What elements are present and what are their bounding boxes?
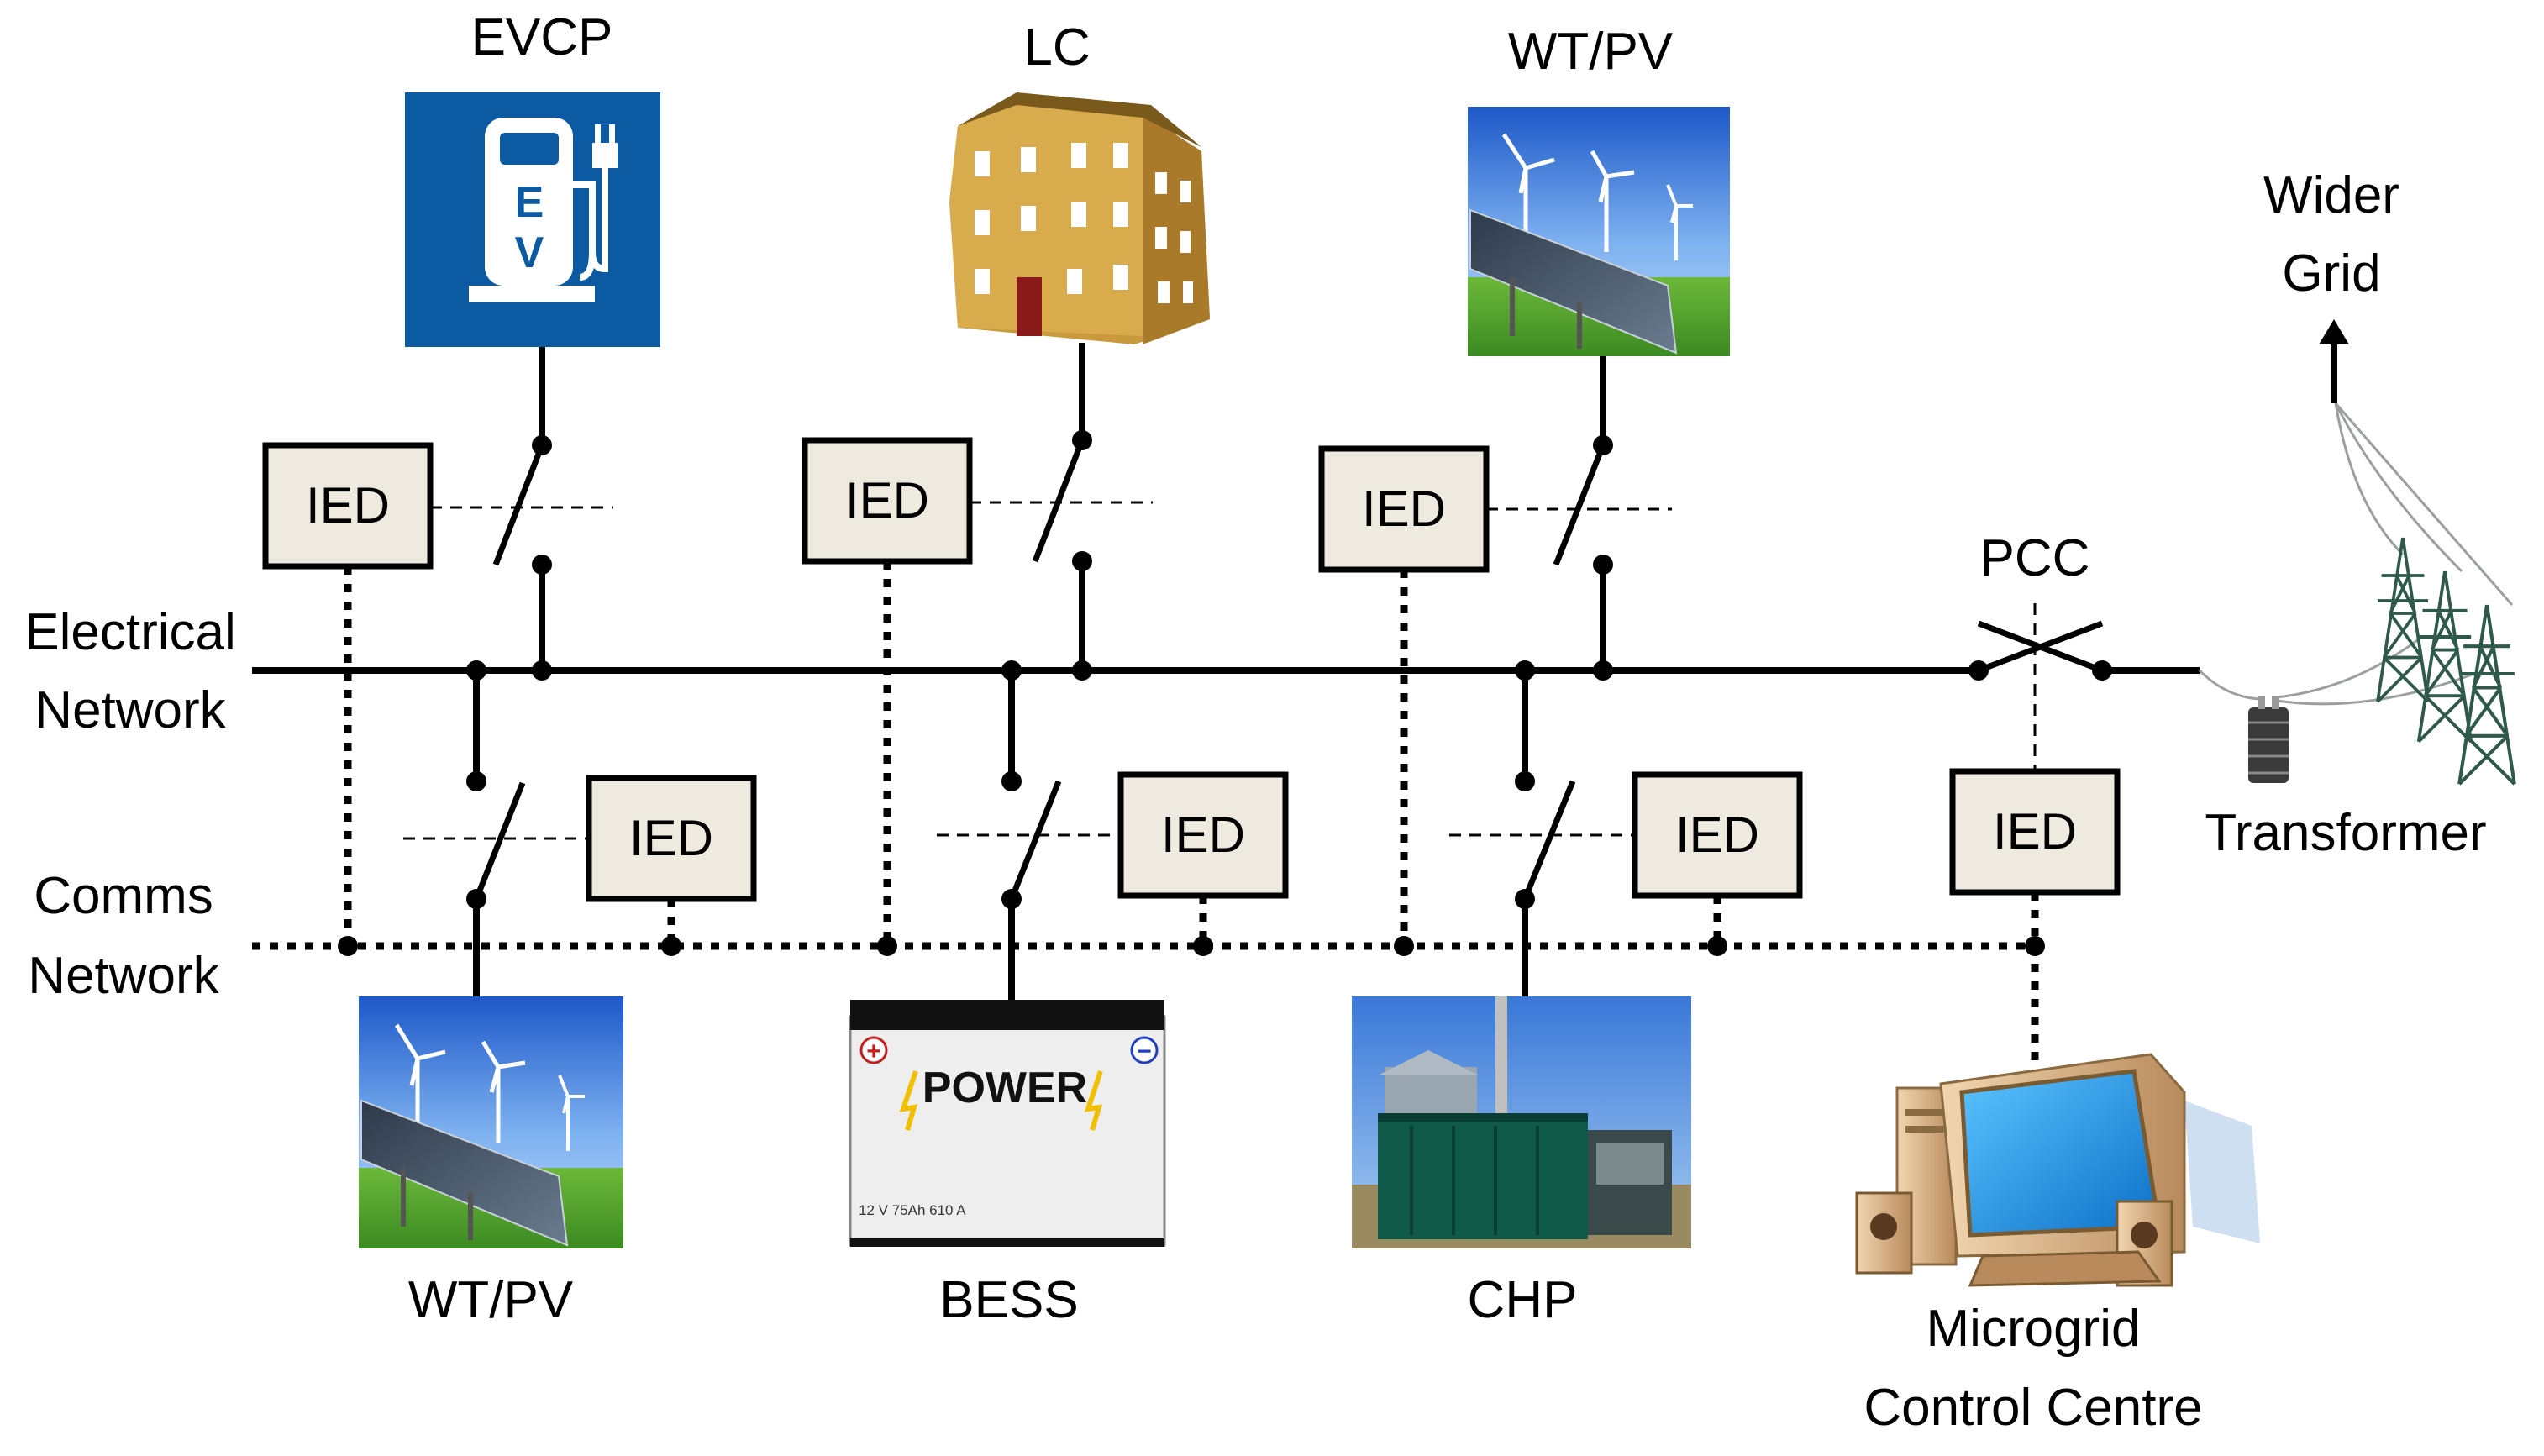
transformer-label: Transformer <box>2205 804 2486 862</box>
ied-box-chp: IED <box>1632 771 1803 899</box>
comms-nodes <box>338 936 2045 956</box>
pylon-icon <box>2376 536 2515 784</box>
electrical-network-label-2: Network <box>34 681 226 739</box>
wider-grid-label-2: Grid <box>2282 244 2380 302</box>
pcc-switch <box>1977 620 2104 674</box>
wider-grid-label-1: Wider <box>2263 166 2399 224</box>
battery-minus: − <box>1137 1038 1152 1065</box>
ied-box-evcp: IED <box>262 442 434 570</box>
transformer-icon <box>2248 696 2289 783</box>
ied-box-wtpv-bottom: IED <box>586 775 757 902</box>
ied-box-lc: IED <box>802 437 973 565</box>
ied-box-pcc: IED <box>1949 768 2121 896</box>
ied-label: IED <box>1362 481 1446 537</box>
chp-plant-icon <box>1352 996 1691 1248</box>
ied-label: IED <box>845 472 929 528</box>
wtpv-bottom-label: WT/PV <box>408 1271 574 1329</box>
ied-label: IED <box>1993 803 2077 859</box>
evcp-label: EVCP <box>471 8 613 66</box>
comms-network-label-2: Network <box>28 947 219 1005</box>
ev-charging-icon: E V <box>405 92 660 347</box>
comms-network-label-1: Comms <box>34 867 213 925</box>
building-icon <box>949 92 1210 344</box>
battery-brand: POWER <box>922 1064 1087 1112</box>
lc-label: LC <box>1023 18 1090 76</box>
ied-label: IED <box>306 477 390 534</box>
mcc-label-2: Control Centre <box>1863 1379 2202 1437</box>
mcc-label-1: Microgrid <box>1926 1300 2141 1358</box>
computer-icon <box>1855 1053 2260 1287</box>
battery-plus: + <box>866 1038 881 1065</box>
ied-label: IED <box>1161 807 1245 863</box>
chp-label: CHP <box>1468 1271 1578 1329</box>
junction-dots <box>466 430 2112 909</box>
ev-letter-v: V <box>515 229 544 277</box>
power-lines <box>2198 402 2514 706</box>
ied-label: IED <box>629 810 713 866</box>
ied-box-bess: IED <box>1117 771 1289 899</box>
ied-label: IED <box>1675 807 1759 863</box>
ied-box-wtpv-top: IED <box>1318 445 1490 573</box>
wind-solar-icon <box>359 996 623 1248</box>
battery-icon: + − POWER 12 V 75Ah 610 A <box>849 1000 1166 1247</box>
ev-letter-e: E <box>515 178 544 227</box>
arrow-up-icon <box>2319 319 2349 403</box>
control-links <box>403 501 2037 840</box>
pcc-label: PCC <box>1980 529 2090 587</box>
wtpv-top-label: WT/PV <box>1508 23 1674 81</box>
electrical-network-label-1: Electrical <box>24 603 236 661</box>
wind-solar-icon <box>1468 107 1730 356</box>
bess-label: BESS <box>939 1271 1078 1329</box>
battery-specs: 12 V 75Ah 610 A <box>859 1202 966 1218</box>
